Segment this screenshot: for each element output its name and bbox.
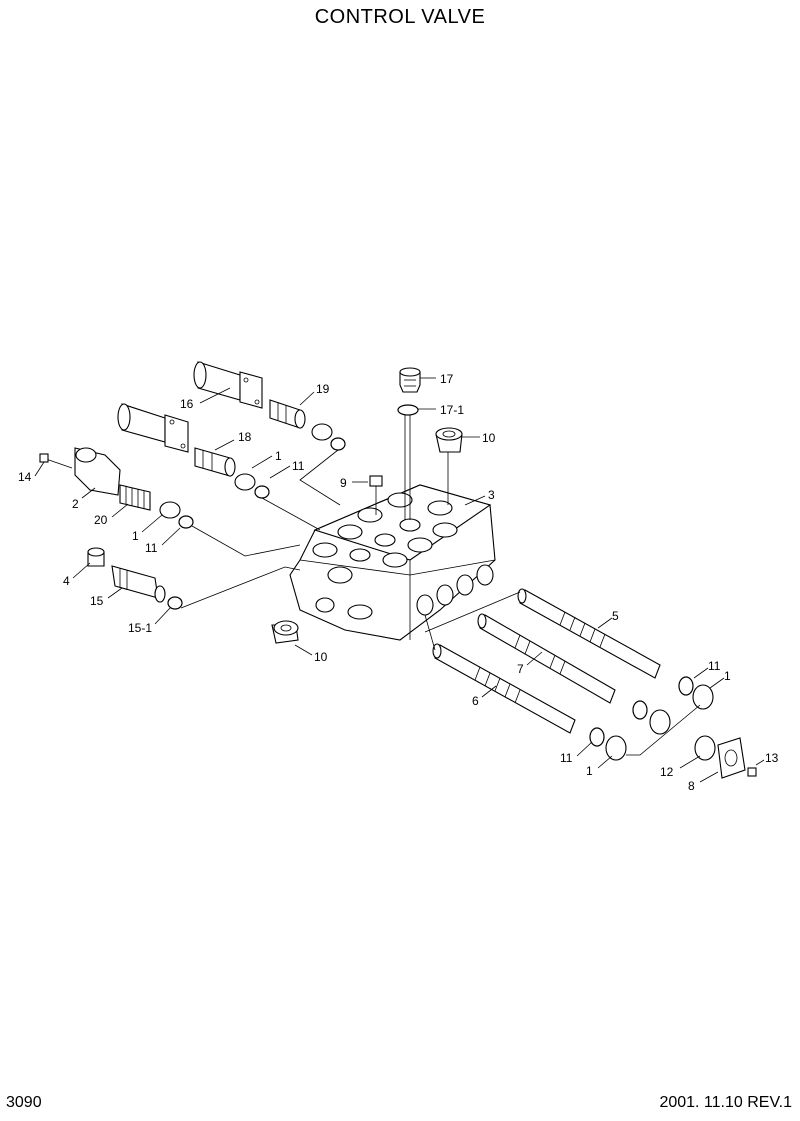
washer-1-right-upper [692, 684, 714, 710]
callout-11-upper: 11 [292, 459, 305, 473]
spool-cartridge-19 [269, 399, 306, 429]
relief-plug-17 [399, 367, 421, 393]
callout-10-upper: 10 [482, 431, 496, 445]
callout-13: 13 [765, 751, 779, 765]
callout-15-1: 15-1 [128, 621, 152, 635]
washer-1-left [159, 501, 181, 519]
callout-18: 18 [238, 430, 252, 444]
revision-label: 2001. 11.10 REV.1 [659, 1094, 792, 1111]
callout-1-left: 1 [132, 529, 139, 543]
leader-lines [34, 377, 765, 783]
spool-7 [477, 613, 616, 704]
solenoid-16-lower [117, 403, 189, 453]
callout-17-1: 17-1 [440, 403, 464, 417]
o-ring-11-upper [330, 437, 346, 451]
spool-cartridge-18 [194, 447, 236, 477]
callout-6: 6 [472, 694, 479, 708]
plug-10-upper [435, 427, 463, 453]
callout-14: 14 [18, 470, 32, 484]
o-ring-11-left [178, 515, 194, 529]
callout-10-lower: 10 [314, 650, 328, 664]
spring-20 [119, 484, 151, 511]
callout-20: 20 [94, 513, 108, 527]
plug-9 [369, 475, 383, 487]
spool-6 [432, 643, 576, 734]
callout-11-right-lower: 11 [560, 751, 573, 765]
callout-4: 4 [63, 574, 70, 588]
o-ring-15-1 [167, 596, 183, 610]
plug-10-lower [271, 620, 299, 644]
washer-1-right-lower [605, 735, 627, 761]
bolt-13 [747, 767, 757, 777]
o-ring-11-mid [254, 485, 270, 499]
callout-8: 8 [688, 779, 695, 793]
callout-1-upper: 1 [275, 449, 282, 463]
callout-11-right-upper: 11 [708, 659, 721, 673]
washer-1-mid [234, 473, 256, 491]
spool-5 [517, 588, 661, 679]
callout-5: 5 [612, 609, 619, 623]
callout-17: 17 [440, 372, 454, 386]
o-ring-11-right-lower [589, 727, 605, 747]
seal-12 [694, 735, 716, 761]
page-title: CONTROL VALVE [314, 6, 486, 28]
callout-7: 7 [517, 662, 524, 676]
callout-1-right-lower: 1 [586, 764, 593, 778]
page-number: 3090 [6, 1094, 42, 1111]
washer-1-right-mid [649, 709, 671, 735]
relief-valve-15 [111, 565, 166, 603]
callout-15: 15 [90, 594, 104, 608]
callout-9: 9 [340, 476, 347, 490]
solenoid-16-upper [193, 361, 263, 409]
callout-1-right-upper: 1 [724, 669, 731, 683]
o-ring-11-right-mid [632, 700, 648, 720]
callout-16: 16 [180, 397, 194, 411]
plug-4 [87, 547, 105, 567]
callout-11-left: 11 [145, 541, 158, 555]
valve-body [289, 484, 496, 641]
washer-1-upper [311, 423, 333, 441]
callout-19: 19 [316, 382, 330, 396]
cover-plate-8 [717, 737, 746, 779]
callout-2: 2 [72, 497, 79, 511]
o-ring-17-1 [397, 404, 419, 416]
callout-12: 12 [660, 765, 674, 779]
callout-3: 3 [488, 488, 495, 502]
bolt-14 [39, 453, 49, 463]
cover-2 [74, 447, 121, 496]
o-ring-11-right-upper [678, 676, 694, 696]
